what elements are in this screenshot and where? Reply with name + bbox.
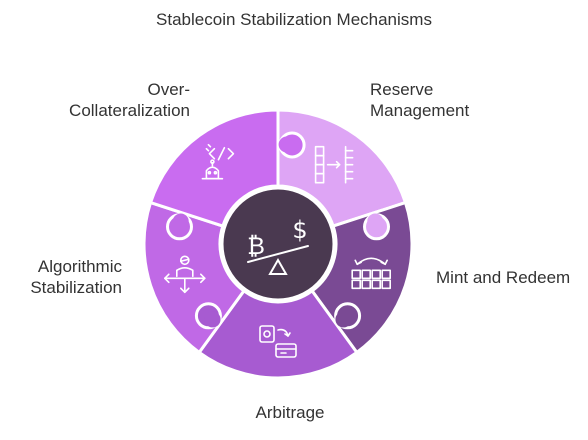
puzzle-knob-join [204,311,221,328]
dollar-glyph: $ [292,216,307,244]
label-line: Arbitrage [255,403,325,422]
label-line: Reserve [370,80,434,99]
label-line: Management [370,101,470,120]
center-hub: ₿$ [220,186,336,302]
label-line: Stabilization [30,278,122,297]
label-over-collateralization: Over- Collateralization [30,79,190,121]
person-arrows-icon [164,255,206,294]
diagram-title: Stablecoin Stabilization Mechanisms [156,10,432,29]
label-reserve-management: Reserve Management [370,79,540,121]
bitcoin-dollar-balance-icon [247,245,309,275]
segment-mint-and-redeem [197,289,359,380]
label-line: Mint and Redeem [436,268,571,287]
segments-layer [142,108,414,380]
icons-layer [164,143,392,358]
columns-transfer-icon [314,145,354,184]
label-arbitrage: Arbitrage [200,402,380,423]
segment-over-collateralization [276,108,407,228]
mint-redeem-icon [259,325,297,358]
grid-transfer-icon [351,257,392,290]
label-mint-and-redeem: Mint and Redeem [436,267,586,288]
puzzle-knob-join [335,311,352,328]
label-algorithmic-stabilization: Algorithmic Stabilization [4,256,122,298]
puzzle-knob-join [367,213,384,230]
label-line: Over- [147,80,191,99]
puzzle-knob-join [278,136,295,153]
center-circle [220,186,336,302]
robot-code-icon [201,143,235,180]
label-line: Collateralization [69,101,190,120]
puzzle-knob-join [172,213,189,230]
label-line: Algorithmic [37,257,122,276]
bitcoin-glyph: ₿ [247,232,265,260]
